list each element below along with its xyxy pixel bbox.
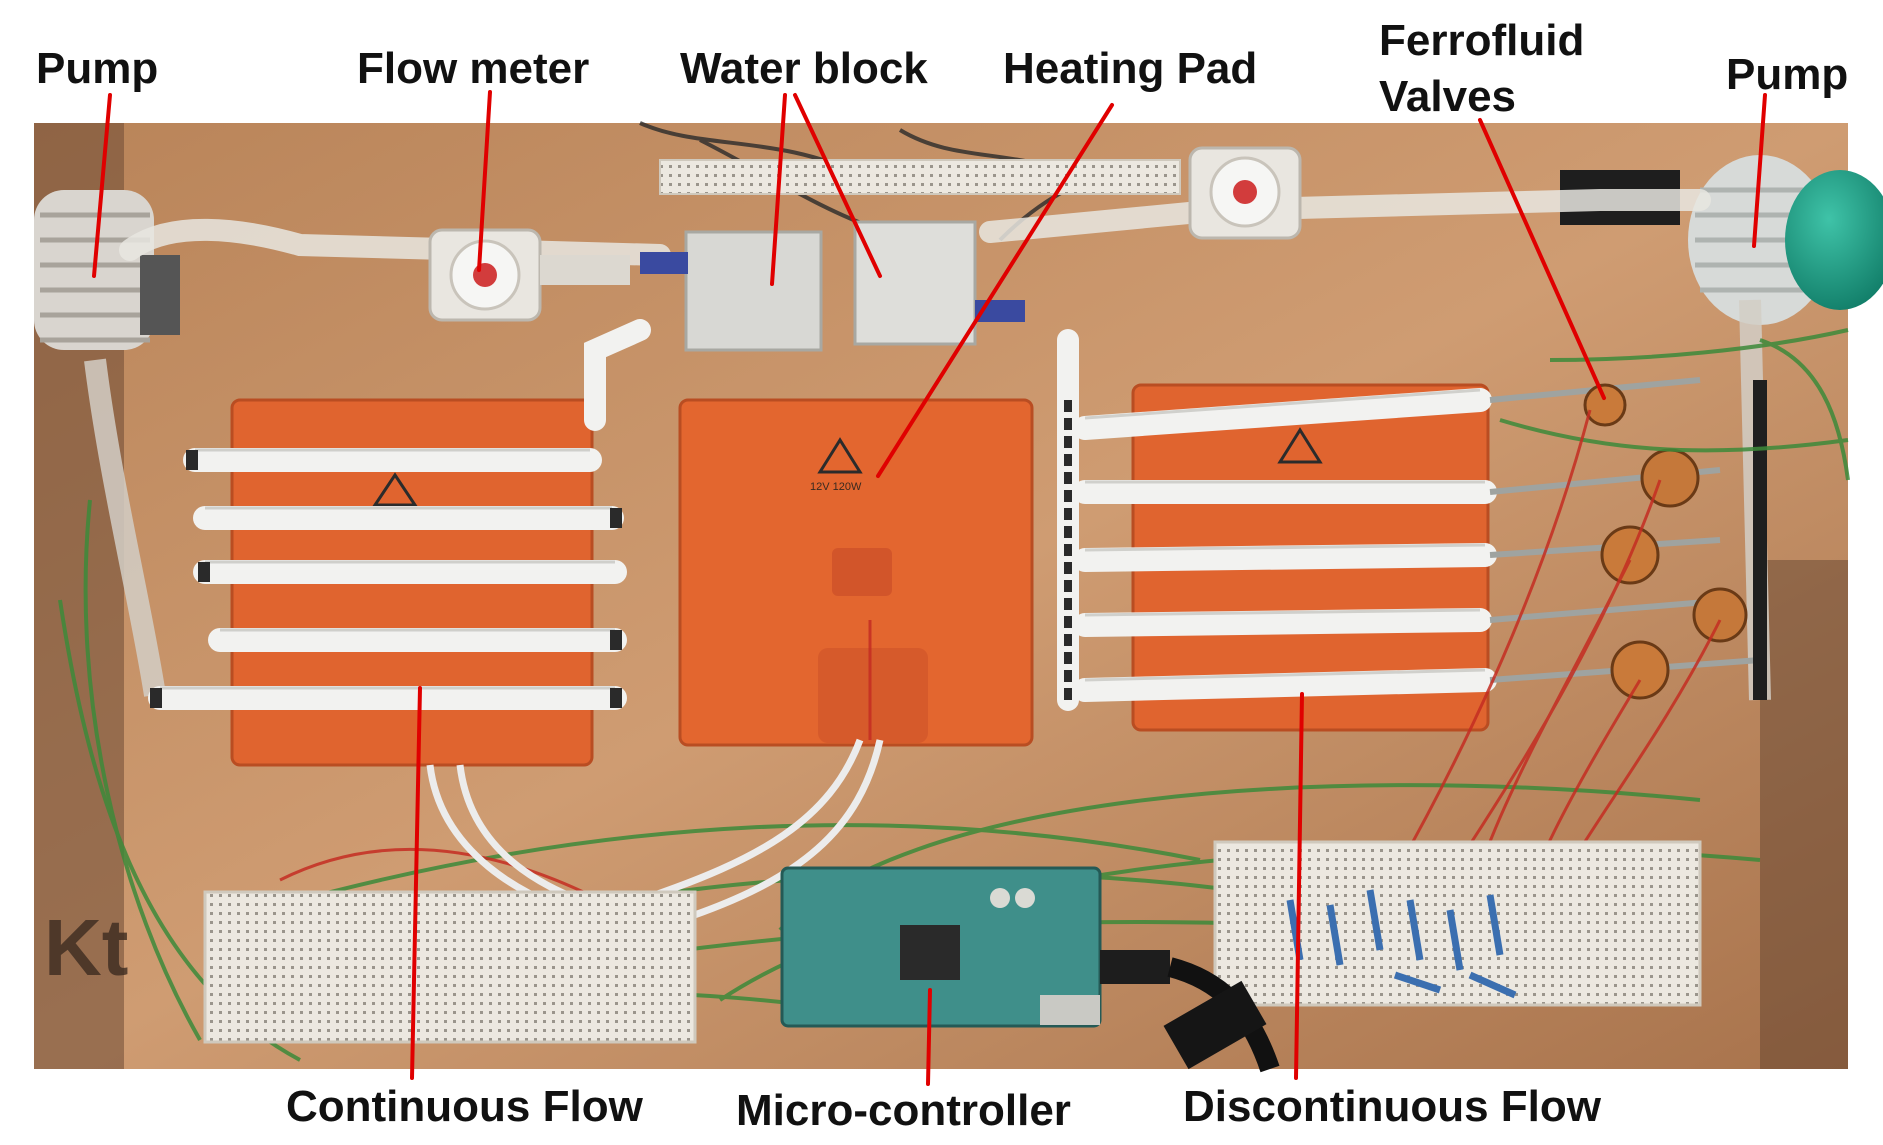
- top-tubes: [119, 189, 1711, 266]
- label-pump-right: Pump: [1726, 50, 1849, 99]
- label-discontinuous-flow: Discontinuous Flow: [1183, 1082, 1601, 1131]
- board-edge-lettering: Kt: [44, 903, 128, 992]
- flow-meter-right: [1188, 146, 1302, 240]
- dark-bottom-right: [1760, 560, 1848, 1069]
- fittings-left: [150, 450, 622, 708]
- serpentine-left: [148, 448, 627, 710]
- label-micro-controller: Micro-controller: [736, 1086, 1071, 1135]
- breadboard-left: [203, 890, 697, 1044]
- label-continuous-flow: Continuous Flow: [286, 1082, 643, 1131]
- parallel-tubes-right: [1073, 388, 1497, 702]
- label-pump-left: Pump: [36, 44, 159, 93]
- flow-meter-left: [428, 228, 630, 322]
- usb-cable: [1163, 957, 1280, 1073]
- label-ferrofluid: Ferrofluid: [1379, 16, 1585, 65]
- label-flow-meter: Flow meter: [357, 44, 590, 93]
- resistors: [1286, 889, 1517, 999]
- top-breadboard: [659, 159, 1181, 195]
- microcontroller-board: [780, 866, 1170, 1028]
- label-water-block: Water block: [680, 44, 928, 93]
- breadboard-right: [1213, 840, 1702, 1007]
- ferrofluid-valves: [1489, 377, 1767, 700]
- pad-rating-text: 12V 120W: [810, 481, 862, 493]
- water-blocks: [640, 220, 1025, 352]
- annotation-lines: [92, 90, 1767, 1086]
- label-valves: Valves: [1379, 72, 1517, 121]
- heater-pad-center: 12V 120W: [678, 398, 1034, 747]
- label-heating-pad: Heating Pad: [1003, 44, 1258, 93]
